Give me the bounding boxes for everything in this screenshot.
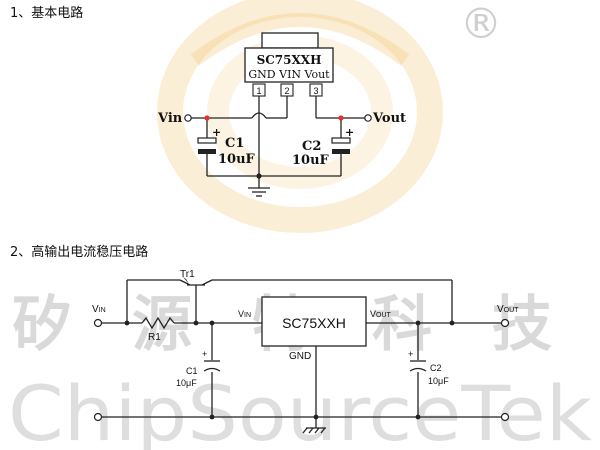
watermark-char: 矽 [12,290,72,360]
ic-vout-label: VOUT [370,309,392,319]
resistor-r1: R1 [141,316,175,343]
pin-number: 3 [313,86,318,96]
junction-dot [449,320,455,326]
vin-terminal [184,114,192,122]
section1-heading: 1、基本电路 [10,6,84,21]
junction-dot [415,320,421,326]
c2-plus: + [345,126,354,139]
watermark-char: 科 [372,290,432,360]
c2-value: 10μF [428,376,449,386]
vout-terminal [364,114,372,122]
r1-label: R1 [148,332,161,343]
vin-terminal [93,318,103,328]
ic-label: SC75XXH [282,315,346,331]
c1-name: C1 [225,136,244,151]
capacitor-c1: + C1 10uF [197,126,256,167]
c2-value: 10uF [292,153,330,168]
junction-dot [124,320,130,326]
c2-plus: + [408,349,413,359]
capacitor-c1: + C1 10μF [176,349,221,388]
ic-package: SC75XXH GND VIN Vout [244,32,334,83]
capacitor-c2: + C2 10μF [408,349,449,386]
ic-vin-label: VIN [238,309,251,319]
basic-circuit: SC75XXH GND VIN Vout 1 2 3 [157,32,406,197]
junction-dot [256,173,262,179]
ic-pin-names: GND VIN Vout [248,68,330,81]
c1-value: 10uF [218,152,256,167]
junction-dot [313,414,319,420]
ground-terminal-out [500,412,510,422]
vin-label: Vin [157,111,183,126]
c1-value: 10μF [176,378,197,388]
junction-dot [415,414,421,420]
junction-dot [204,115,210,121]
high-current-circuit: VIN Tr1 R1 SC75XXH VIN VOUT GND [92,269,519,434]
vin-label: VIN [92,304,106,315]
vout-label: Vout [372,111,406,126]
ic-block: SC75XXH [261,296,367,347]
junction-dot [338,115,344,121]
junction-dot [209,320,215,326]
capacitor-c2: + C2 10uF [292,126,354,168]
junction-dot [193,320,199,326]
ic-gnd-label: GND [289,351,311,362]
vout-terminal [500,318,510,328]
c2-name: C2 [302,139,321,154]
watermark-registered-mark: ® [460,0,502,48]
ic-label: SC75XXH [257,53,322,67]
junction-dot [209,414,215,420]
ground-terminal-in [93,412,103,422]
transistor-tr1: Tr1 [179,269,213,300]
c2-name: C2 [430,363,442,373]
watermark-brand-text: ChipSourceTek [8,369,592,450]
c1-plus: + [202,349,207,359]
pin-number: 2 [284,86,289,96]
vout-label: VOUT [497,304,519,315]
section2-heading: 2、高输出电流稳压电路 [10,245,149,260]
c1-name: C1 [186,366,198,376]
tr1-label: Tr1 [180,269,195,280]
pin-number: 1 [256,86,261,96]
c1-plus: + [212,126,221,139]
